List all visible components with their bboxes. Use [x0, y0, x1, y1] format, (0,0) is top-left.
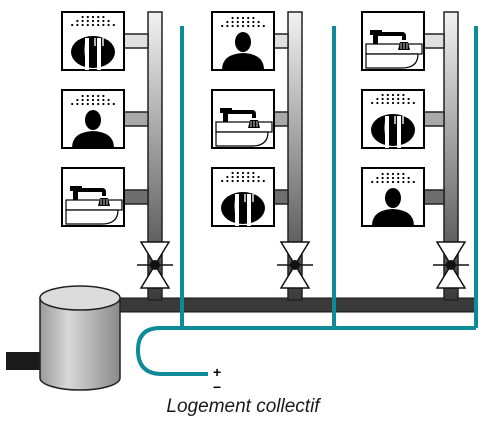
outlet-pipe [6, 352, 46, 370]
shower-knife-fork-icon [361, 89, 425, 149]
polarity-plus: + [213, 364, 221, 380]
polarity-minus: − [213, 379, 221, 395]
diagram-caption: Logement collectif [166, 396, 320, 417]
shower-person-icon [361, 167, 425, 227]
valve-middle [277, 241, 313, 289]
fixture-icons [61, 11, 425, 227]
shower-knife-fork-icon [61, 11, 125, 71]
supply-pipe-main [135, 326, 476, 376]
faucet-sink-icon [361, 11, 425, 71]
shower-person-icon [61, 89, 125, 149]
faucet-sink-icon [211, 89, 275, 149]
valve-left [137, 241, 173, 289]
valve-right [433, 241, 469, 289]
supply-pipes [135, 26, 478, 376]
shower-person-icon [211, 11, 275, 71]
shower-knife-fork-icon [211, 167, 275, 227]
faucet-sink-icon [61, 167, 125, 227]
tank-icon [39, 285, 121, 391]
riser-right [419, 11, 459, 301]
